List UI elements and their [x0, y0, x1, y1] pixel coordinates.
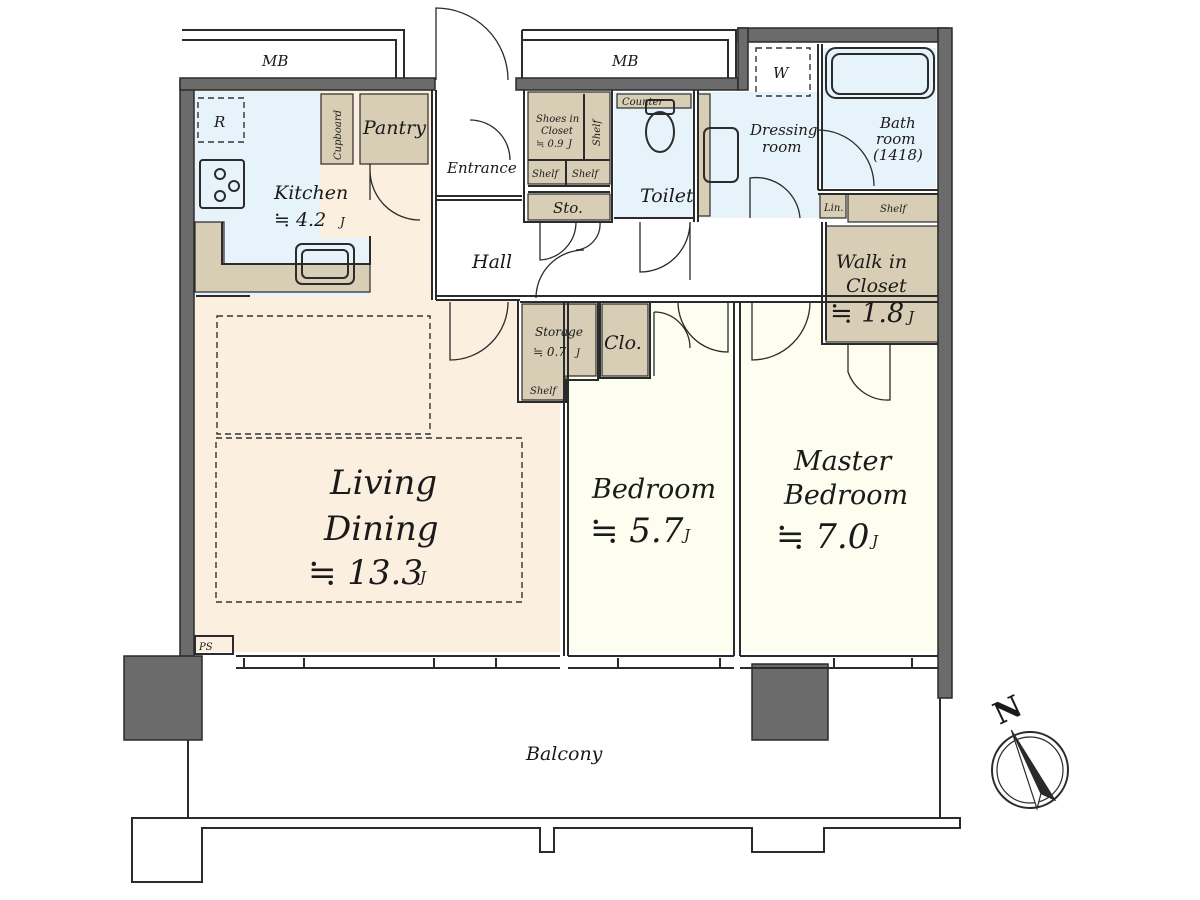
- floor-fills: [195, 48, 938, 652]
- labels: MB MB R Cupboard Pantry Kitchen ≒ 4.2 J …: [198, 52, 923, 765]
- living-line2: Dining: [323, 509, 439, 549]
- sto-block: [527, 193, 611, 221]
- shelf-shoes-2-label: Shelf: [572, 169, 600, 180]
- master-size: ≒ 7.0: [776, 517, 869, 557]
- dressing-door-arc: [749, 176, 801, 219]
- sto-door-arc: [539, 221, 601, 261]
- master-door-arc: [751, 301, 811, 361]
- mb-right-label: MB: [611, 52, 638, 70]
- balcony-label: Balcony: [525, 743, 603, 765]
- walk-in-unit: J: [905, 308, 915, 326]
- storage-size: ≒ 0.7: [533, 345, 566, 359]
- kitchen-size: ≒ 4.2: [274, 209, 326, 231]
- master-bedroom-floor: [741, 302, 938, 652]
- shoes-size: ≒ 0.9: [536, 139, 564, 150]
- walk-in-line1: Walk in: [836, 251, 907, 273]
- living-line1: Living: [329, 463, 437, 503]
- clo-door-arc: [653, 311, 691, 376]
- shelf-shoes-side-label: Shelf: [592, 118, 603, 146]
- bedroom-unit: J: [681, 526, 691, 544]
- dressing-line2: room: [762, 138, 801, 156]
- counter-label: Counter: [622, 97, 664, 108]
- storage-block: [521, 303, 597, 401]
- shoes-line1: Shoes in: [536, 114, 579, 125]
- pantry-block: [359, 93, 429, 165]
- entrance-inner-door-arc: [469, 119, 511, 161]
- hall-door-arc: [535, 249, 585, 299]
- bath-line2: room: [876, 130, 915, 148]
- dressing-floor: [698, 92, 820, 218]
- mb-left-label: MB: [261, 52, 288, 70]
- bath-floor: [822, 48, 936, 188]
- bath-line3: (1418): [873, 146, 923, 164]
- shelf-bath-label: Shelf: [880, 204, 908, 215]
- walls: [123, 27, 953, 741]
- bedroom-door-arc: [677, 301, 729, 353]
- cupboard-label: Cupboard: [333, 110, 344, 160]
- compass-label: N: [988, 689, 1028, 732]
- living-size: ≒ 13.3: [308, 553, 423, 593]
- w-label: W: [773, 64, 790, 82]
- wall-left: [179, 79, 195, 659]
- north-arrow-icon: [991, 729, 1069, 811]
- bath-door-arc: [817, 129, 875, 187]
- cupboard-block: [320, 93, 354, 165]
- walk-in-door-arc: [847, 344, 891, 401]
- r-label: R: [213, 113, 225, 131]
- bath-line1: Bath: [879, 114, 916, 132]
- hall-label: Hall: [471, 251, 512, 273]
- clo-block: [601, 303, 649, 377]
- lin-block: [819, 193, 847, 219]
- shoes-closet-block: [527, 91, 611, 185]
- doors: [369, 7, 891, 401]
- bedroom-hall-door-arc: [449, 301, 509, 361]
- wall-top-bath: [737, 27, 949, 43]
- shelf-storage-label: Shelf: [530, 386, 558, 397]
- master-line2: Bedroom: [783, 480, 908, 511]
- kitchen-unit: J: [337, 215, 346, 229]
- master-unit: J: [869, 532, 879, 550]
- pantry-door-arc: [369, 164, 421, 221]
- living-unit: J: [417, 568, 427, 586]
- storage-name: Storage: [535, 325, 583, 339]
- entrance-label: Entrance: [446, 159, 517, 177]
- wall-top-right: [515, 77, 739, 91]
- toilet-label: Toilet: [640, 185, 694, 207]
- lin-label: Lin.: [823, 203, 843, 214]
- shelf-shoes-1-label: Shelf: [532, 169, 560, 180]
- toilet-door-arc: [639, 221, 691, 280]
- shoes-line2: Closet: [541, 126, 574, 137]
- wall-bottom-mid-pillar: [751, 663, 829, 741]
- storage-unit: J: [574, 348, 581, 359]
- walk-in-line2: Closet: [846, 275, 907, 297]
- storage-blocks: [194, 91, 939, 401]
- wall-top-left: [179, 77, 436, 91]
- wall-mb-right-stub: [737, 27, 749, 91]
- kitchen-name: Kitchen: [273, 182, 348, 204]
- ps-label: PS: [198, 642, 213, 653]
- pantry-label: Pantry: [362, 117, 426, 139]
- interior-lines: [131, 29, 961, 883]
- clo-label: Clo.: [604, 332, 642, 354]
- entrance-door-arc: [435, 7, 509, 81]
- sto-label: Sto.: [553, 199, 583, 217]
- bedroom-size: ≒ 5.7: [590, 511, 684, 551]
- wall-bottom-left-pillar: [123, 655, 203, 741]
- shoes-unit: J: [566, 139, 573, 150]
- walk-in-size: ≒ 1.8: [830, 298, 904, 329]
- master-line1: Master: [793, 446, 893, 477]
- wall-right: [937, 27, 953, 699]
- bedroom-name: Bedroom: [591, 474, 716, 505]
- dressing-line1: Dressing: [749, 121, 818, 139]
